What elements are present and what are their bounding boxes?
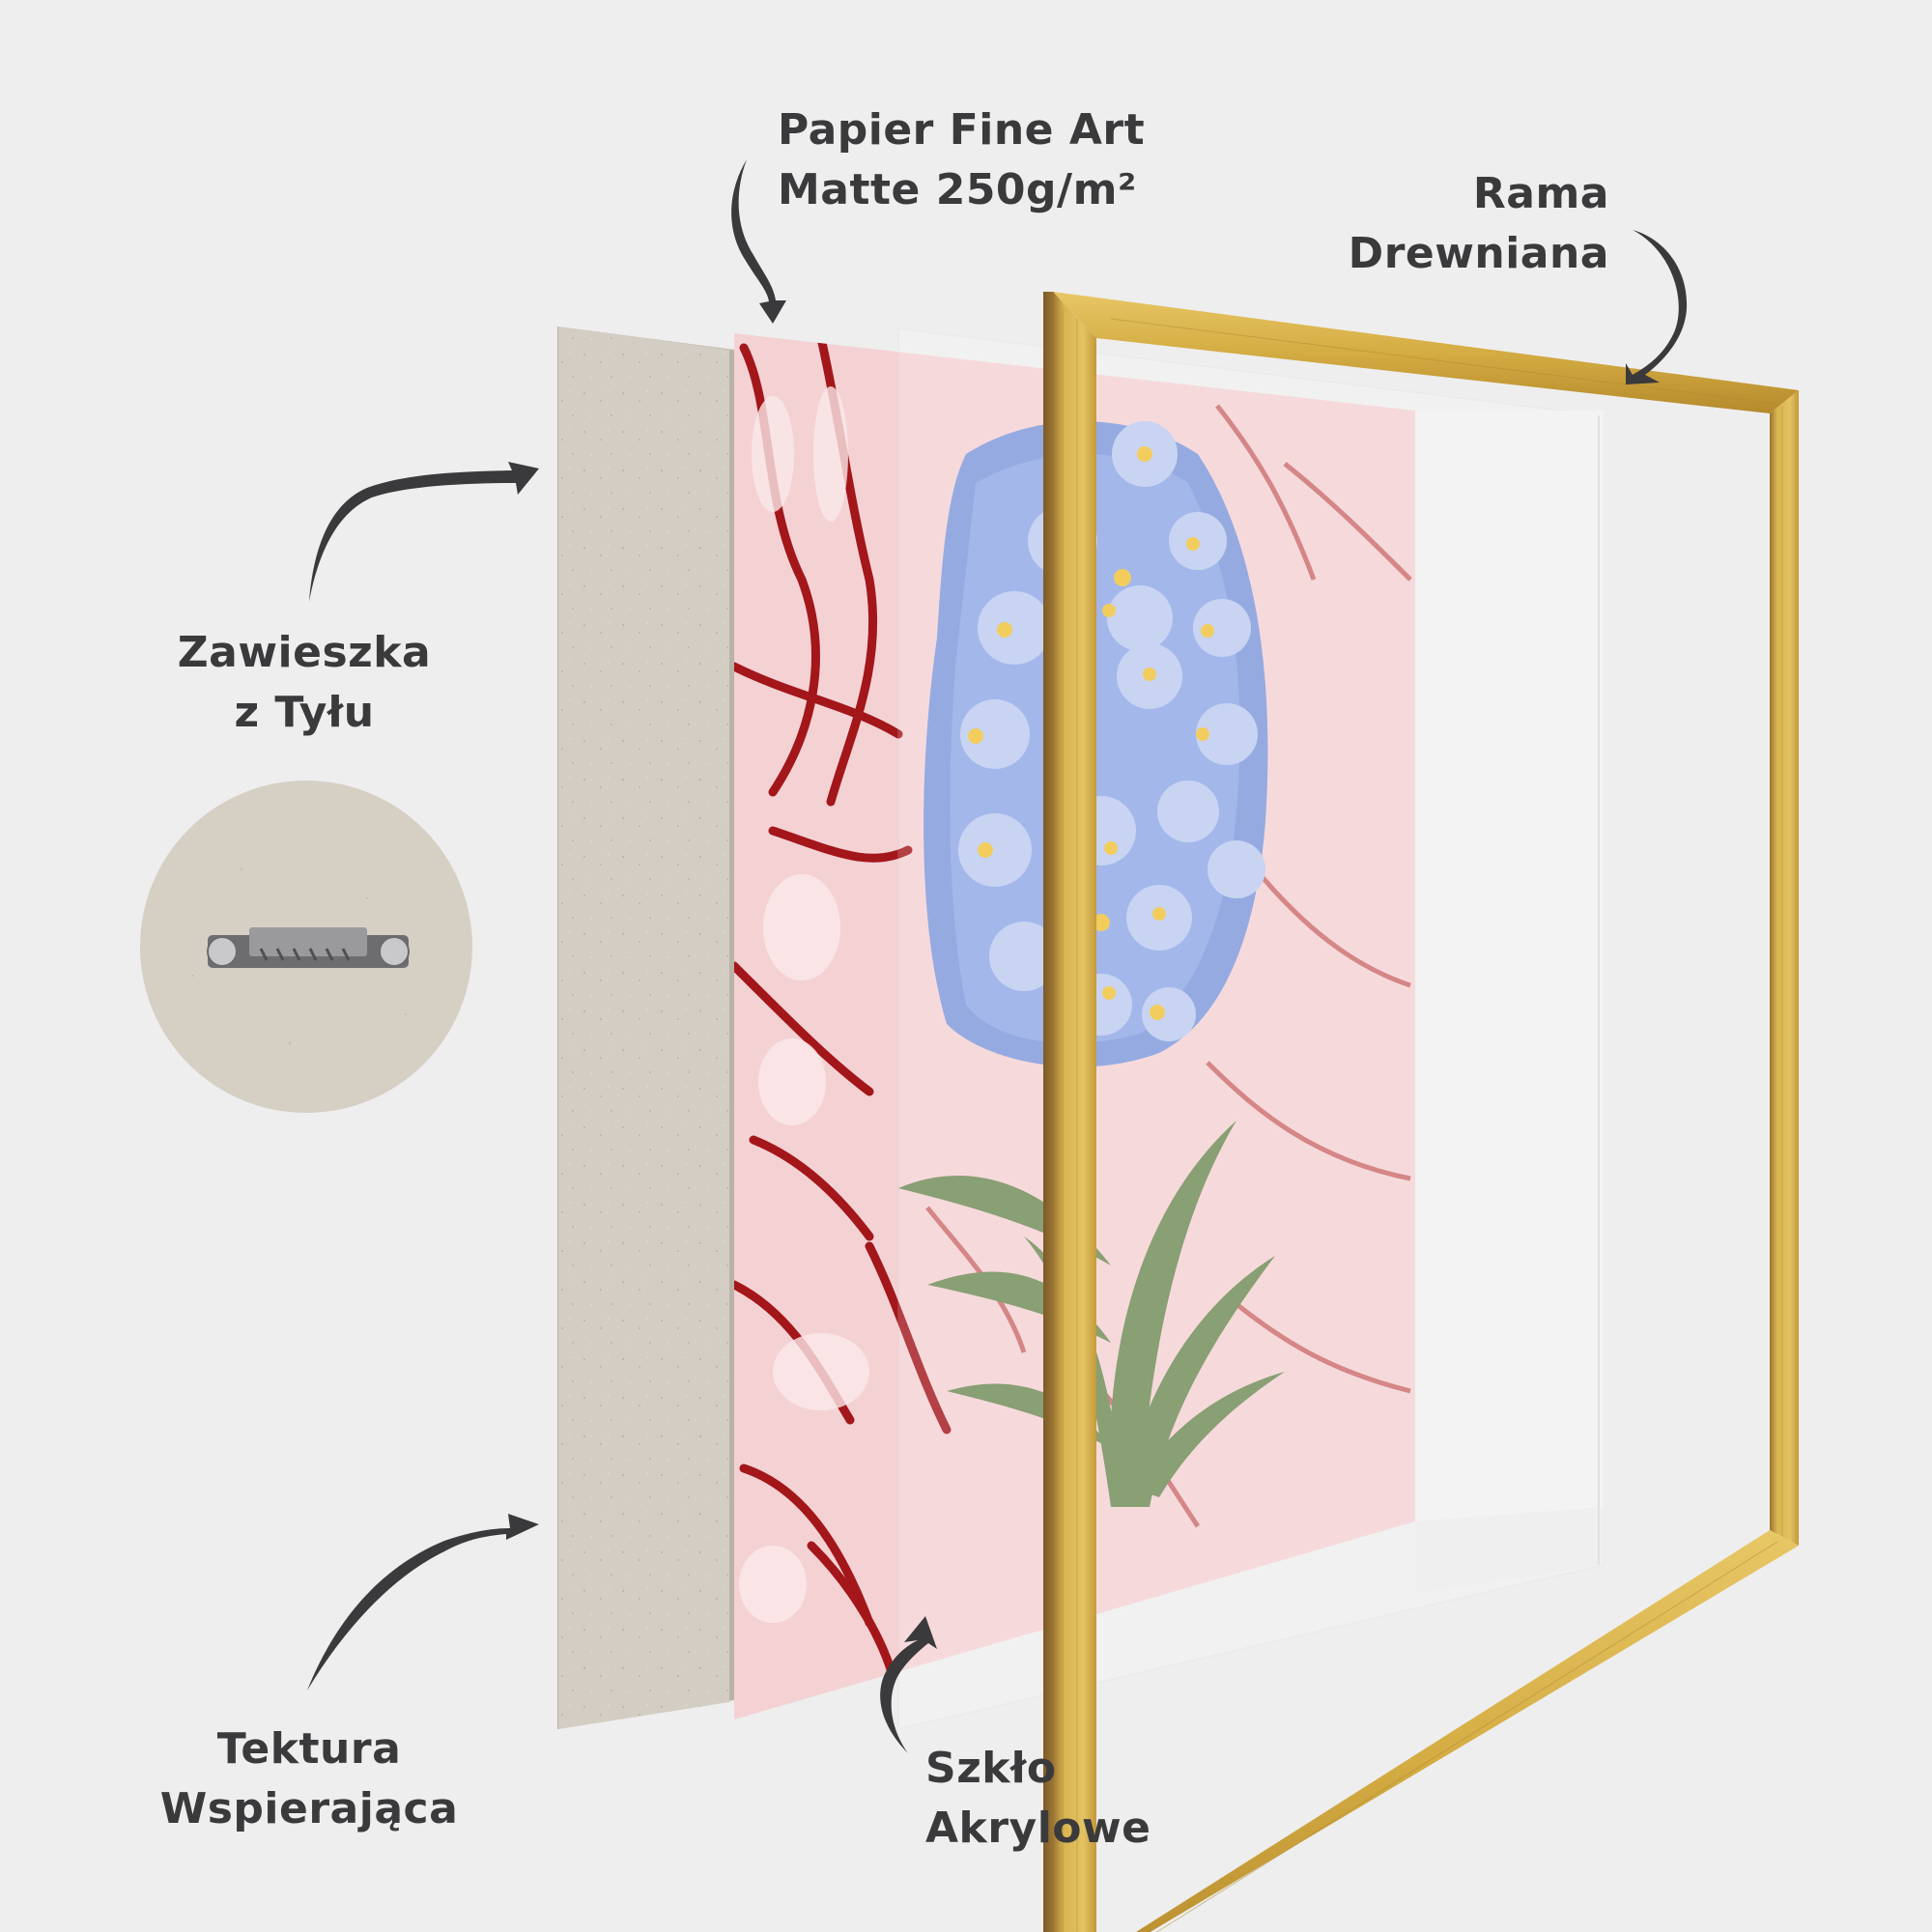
leaves [898,1121,1285,1507]
label-hanger: Zawieszka z Tyłu [159,623,449,743]
label-paper-line1: Papier Fine Art [778,105,1146,155]
label-backing: Tektura Wspierająca [135,1719,483,1839]
label-frame-line1: Rama [1472,169,1609,218]
label-paper: Papier Fine Art Matte 250g/m² [778,100,1145,220]
arrow-frame-icon [1626,230,1688,384]
sawtooth-hanger-icon [207,927,410,968]
sawtooth-hanger-inset [140,781,472,1113]
label-hanger-line1: Zawieszka [177,628,432,677]
label-hanger-line2: z Tyłu [234,688,375,737]
label-paper-line2: Matte 250g/m² [778,165,1137,214]
arrow-glass-icon [880,1616,937,1753]
callout-arrows [307,159,1688,1753]
backing-board [557,327,734,1729]
label-backing-line1: Tektura [216,1724,402,1774]
label-frame: Rama Drewniana [1349,164,1609,284]
label-backing-line2: Wspierająca [159,1784,459,1833]
label-glass-line2: Akrylowe [925,1804,1151,1853]
arrow-hanger-icon [309,462,539,602]
label-frame-line2: Drewniana [1348,229,1609,278]
arrow-backing-icon [307,1514,539,1690]
arrow-paper-icon [731,159,786,324]
wooden-frame [1043,292,1799,1932]
label-glass: Szkło Akrylowe [925,1739,1151,1859]
label-glass-line1: Szkło [925,1744,1057,1793]
acrylic-glass [897,327,1605,1731]
